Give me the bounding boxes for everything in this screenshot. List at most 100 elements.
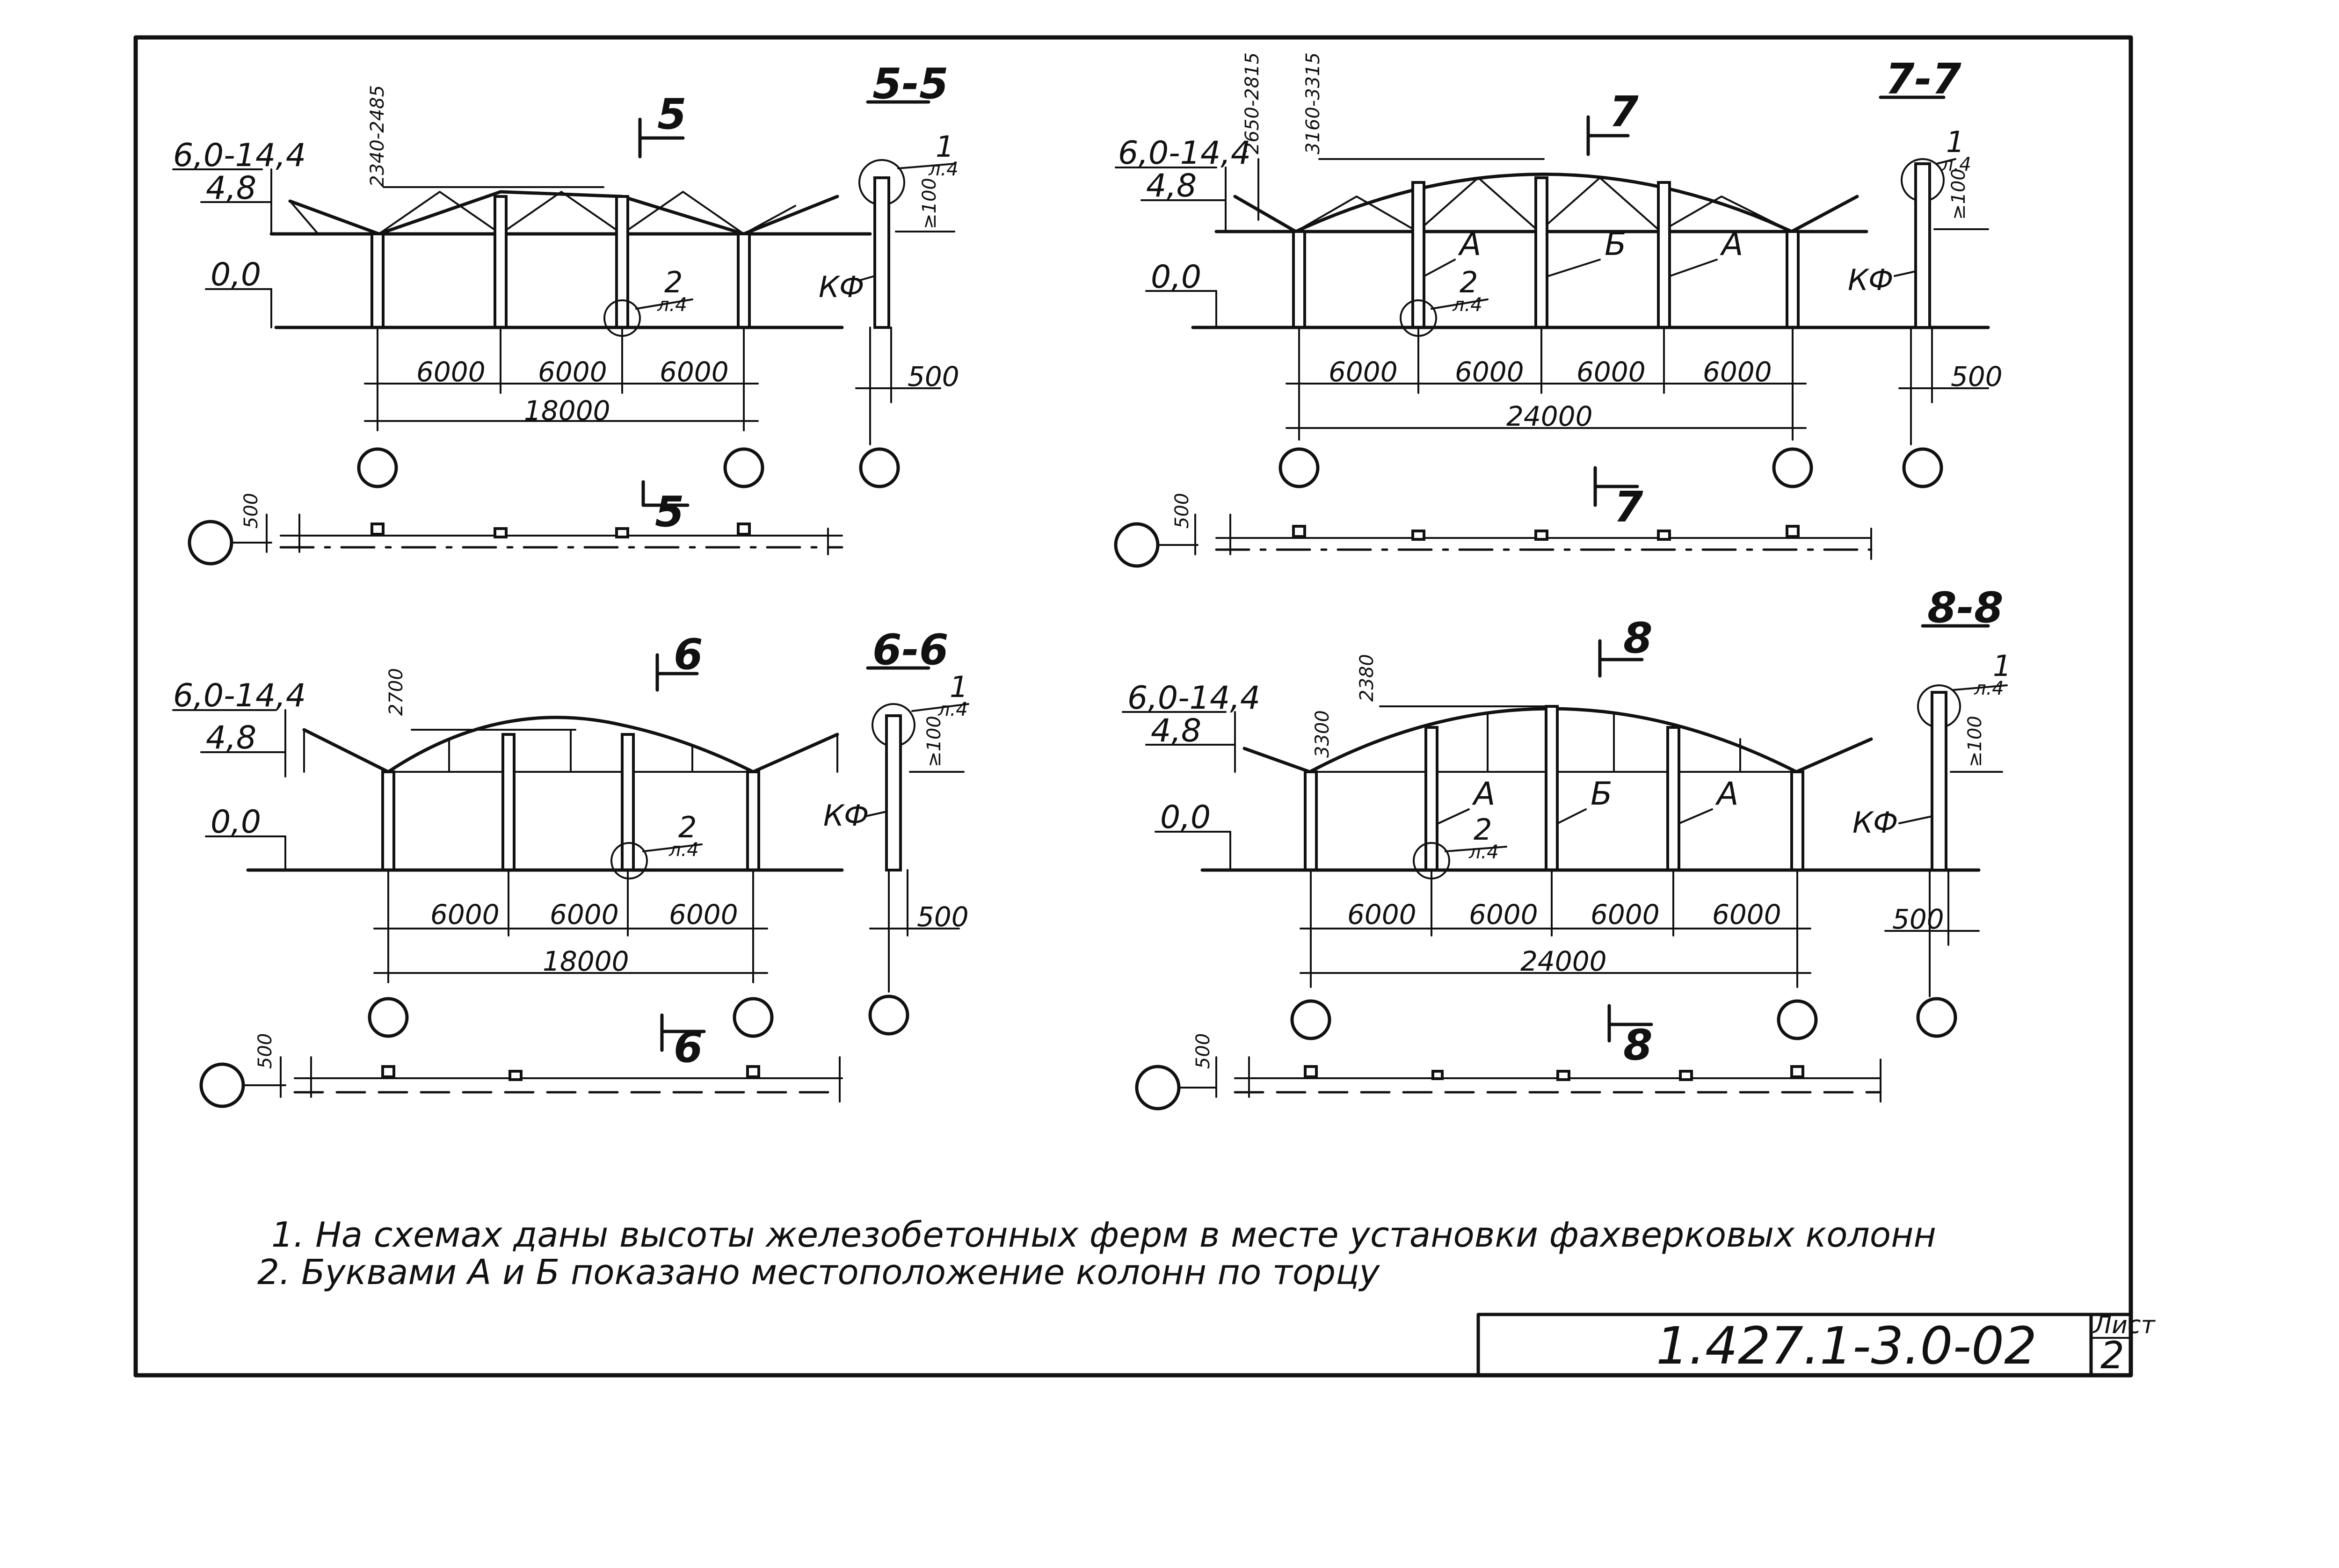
- truss-height: 2340-2485: [367, 85, 388, 187]
- end-column-detail: 1 л.4 ≥100 КФ 500: [823, 670, 969, 1036]
- detail-callout-2: 2 л.4: [610, 810, 703, 879]
- svg-text:6: 6: [674, 1023, 703, 1072]
- column-letter: Б: [1605, 226, 1627, 263]
- level-top: 6,0-14,4: [173, 677, 306, 714]
- column-letter: Б: [1591, 776, 1613, 813]
- total-dim: 18000: [543, 945, 629, 977]
- span-dim: 6000: [1469, 899, 1538, 930]
- svg-text:2: 2: [1460, 265, 1478, 299]
- svg-text:7: 7: [1609, 87, 1639, 137]
- span-dim: 6000: [1591, 899, 1660, 930]
- title-block: 1.427.1-3.0-02 Лист 2: [1476, 1311, 2156, 1377]
- end-column-detail: 1 л.4 ≥100 КФ 500: [819, 130, 959, 488]
- plan-strip: 500 8: [1135, 1004, 1882, 1111]
- svg-text:1: 1: [1993, 649, 2011, 683]
- total-dim: 24000: [1506, 400, 1593, 432]
- sheet-frame: [133, 35, 2133, 1378]
- level-ground: 0,0: [211, 804, 261, 841]
- svg-text:л.4: л.4: [668, 839, 699, 861]
- section-marker-6: 6: [655, 630, 703, 692]
- svg-text:л.4: л.4: [1452, 294, 1482, 316]
- svg-text:500: 500: [1892, 903, 1944, 935]
- svg-text:500: 500: [1951, 361, 2003, 392]
- svg-text:8: 8: [1623, 614, 1653, 663]
- level-ground: 0,0: [1151, 259, 1201, 296]
- span-dim: 6000: [1576, 356, 1646, 388]
- svg-text:500: 500: [908, 361, 959, 392]
- sheet-number: 2: [2100, 1334, 2124, 1377]
- axis-bubble: [733, 997, 774, 1038]
- level-top: 6,0-14,4: [1118, 135, 1251, 172]
- axis-bubble: [1772, 447, 1813, 488]
- sheet-label: Лист: [2092, 1311, 2156, 1339]
- span-dim: 6000: [550, 899, 619, 930]
- svg-text:≥100: ≥100: [1964, 716, 1986, 767]
- truss-height: 3160-3315: [1302, 52, 1324, 154]
- section-6-6: 6-6 6 6,0-14,4 4,8 0,0 2700 2 л.: [172, 625, 969, 1108]
- svg-text:2: 2: [1474, 813, 1492, 847]
- axis-bubble: [368, 997, 409, 1038]
- section-8-8: 8-8 8 6,0-14,4 4,8 0,0 2380 3300 А Б: [1122, 583, 2011, 1111]
- level-eave: 4,8: [1146, 167, 1197, 204]
- column-letter: А: [1472, 776, 1496, 813]
- span-dim: 6000: [538, 356, 607, 388]
- axis-bubble: [1290, 999, 1331, 1040]
- note-1: 1. На схемах даны высоты железобетонных …: [271, 1215, 1936, 1255]
- section-marker-7: 7: [1586, 87, 1639, 156]
- svg-text:500: 500: [1192, 1033, 1214, 1069]
- span-dim: 6000: [430, 899, 500, 930]
- kf-label: КФ: [1852, 806, 1898, 840]
- span-dim: 6000: [660, 356, 729, 388]
- detail-callout-2: 2 л.4: [603, 265, 693, 337]
- svg-text:500: 500: [254, 1033, 276, 1069]
- svg-text:л.4: л.4: [1941, 154, 1971, 175]
- level-ground: 0,0: [1160, 799, 1211, 836]
- span-dim: 6000: [416, 356, 486, 388]
- level-top: 6,0-14,4: [173, 137, 306, 174]
- svg-text:2: 2: [678, 810, 697, 844]
- span-dim: 6000: [1347, 899, 1416, 930]
- end-column-detail: 1 л.4 ≥100 КФ 500: [1848, 125, 2003, 488]
- column-letter: А: [1720, 226, 1743, 263]
- level-eave: 4,8: [206, 719, 256, 756]
- level-ground: 0,0: [211, 256, 261, 293]
- svg-text:500: 500: [917, 901, 969, 933]
- axis-bubble: [1777, 999, 1818, 1040]
- svg-text:6: 6: [674, 630, 703, 679]
- section-7-7: 7-7 7 6,0-14,4 4,8 0,0 2650-2815 3160-33…: [1114, 52, 2003, 568]
- svg-text:7: 7: [1614, 483, 1643, 532]
- kf-label: КФ: [819, 270, 864, 304]
- note-2: 2. Буквами А и Б показано местоположение…: [257, 1252, 1380, 1292]
- total-dim: 24000: [1520, 945, 1607, 977]
- kf-label: КФ: [1848, 263, 1893, 297]
- plan-strip: 500 7: [1114, 466, 1873, 568]
- svg-text:≥100: ≥100: [1948, 168, 1969, 220]
- svg-text:5: 5: [657, 90, 687, 139]
- document-code: 1.427.1-3.0-02: [1656, 1316, 2037, 1376]
- kf-label: КФ: [823, 799, 869, 833]
- svg-text:500: 500: [240, 493, 262, 529]
- svg-text:≥100: ≥100: [919, 178, 940, 229]
- svg-text:л.4: л.4: [928, 159, 959, 180]
- axis-bubble: [357, 447, 398, 488]
- span-dim: 6000: [1329, 356, 1398, 388]
- svg-text:5: 5: [655, 487, 684, 537]
- column-letter: А: [1715, 776, 1739, 813]
- svg-text:л.4: л.4: [1974, 678, 2004, 699]
- truss-height: 2380: [1356, 654, 1378, 702]
- section-5-5: 5-5 5 6,0-14,4 4,8 0,0 2340-2485: [172, 59, 959, 566]
- column-letter: А: [1458, 226, 1482, 263]
- svg-text:1: 1: [1946, 125, 1964, 159]
- svg-text:л.4: л.4: [937, 699, 968, 720]
- plan-strip: 500 6: [199, 1013, 843, 1108]
- svg-text:1: 1: [936, 130, 954, 164]
- notes: 1. На схемах даны высоты железобетонных …: [257, 1215, 1936, 1292]
- svg-text:л.4: л.4: [1468, 842, 1499, 863]
- span-dim: 6000: [1712, 899, 1781, 930]
- total-dim: 18000: [524, 395, 610, 427]
- end-column-detail: 1 л.4 ≥100 КФ 500: [1852, 649, 2011, 1038]
- truss-height: 2700: [385, 668, 407, 716]
- svg-text:2: 2: [664, 265, 683, 299]
- level-top: 6,0-14,4: [1127, 680, 1260, 717]
